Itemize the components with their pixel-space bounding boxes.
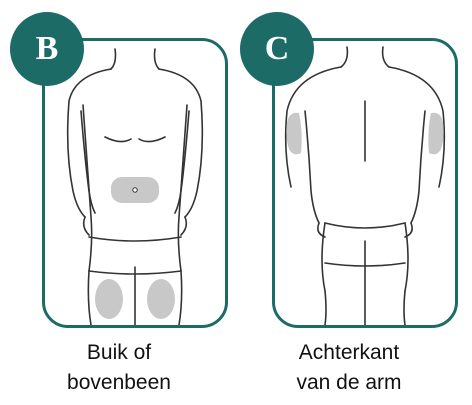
back-view-caption: Achterkant van de arm [244,338,454,398]
front-body-illustration [45,41,225,325]
caption-line-1: Achterkant [244,338,454,368]
front-view-frame [42,38,228,328]
caption-line-2: bovenbeen [14,368,224,398]
right-thigh-injection-zone [147,279,175,319]
panel-back-view: C Achterkant van de arm [236,0,472,405]
back-view-frame [272,38,458,328]
right-arm-injection-zone [428,113,443,155]
caption-line-1: Buik of [14,338,224,368]
left-thigh-injection-zone [95,279,123,319]
left-arm-injection-zone [286,113,301,155]
front-view-caption: Buik of bovenbeen [14,338,224,398]
panel-front-view: B Buik of bovenbeen [0,0,236,405]
back-body-illustration [275,41,455,325]
panel-badge-c: C [240,12,314,86]
panel-badge-b: B [10,12,84,86]
caption-line-2: van de arm [244,368,454,398]
